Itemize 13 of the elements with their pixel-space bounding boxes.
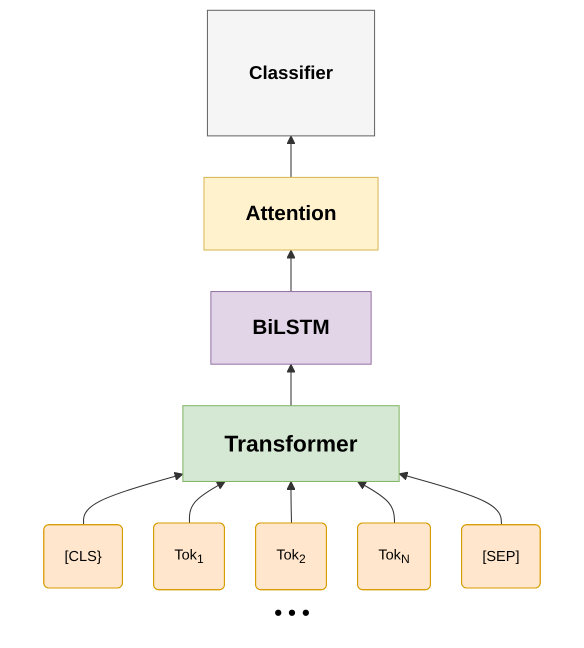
- node-box: Attention: [203, 176, 379, 251]
- arrow: [286, 481, 296, 524]
- arrow: [357, 481, 396, 524]
- node-box: Classifier: [206, 10, 376, 136]
- ellipsis-dots: • • •: [274, 600, 310, 626]
- arrow: [286, 364, 296, 406]
- arrow: [398, 472, 502, 526]
- arrow: [188, 481, 226, 524]
- arrow: [83, 472, 184, 526]
- arrow: [286, 250, 296, 292]
- node-box: Transformer: [182, 405, 400, 482]
- arrow: [286, 135, 296, 178]
- node-box: BiLSTM: [210, 291, 372, 365]
